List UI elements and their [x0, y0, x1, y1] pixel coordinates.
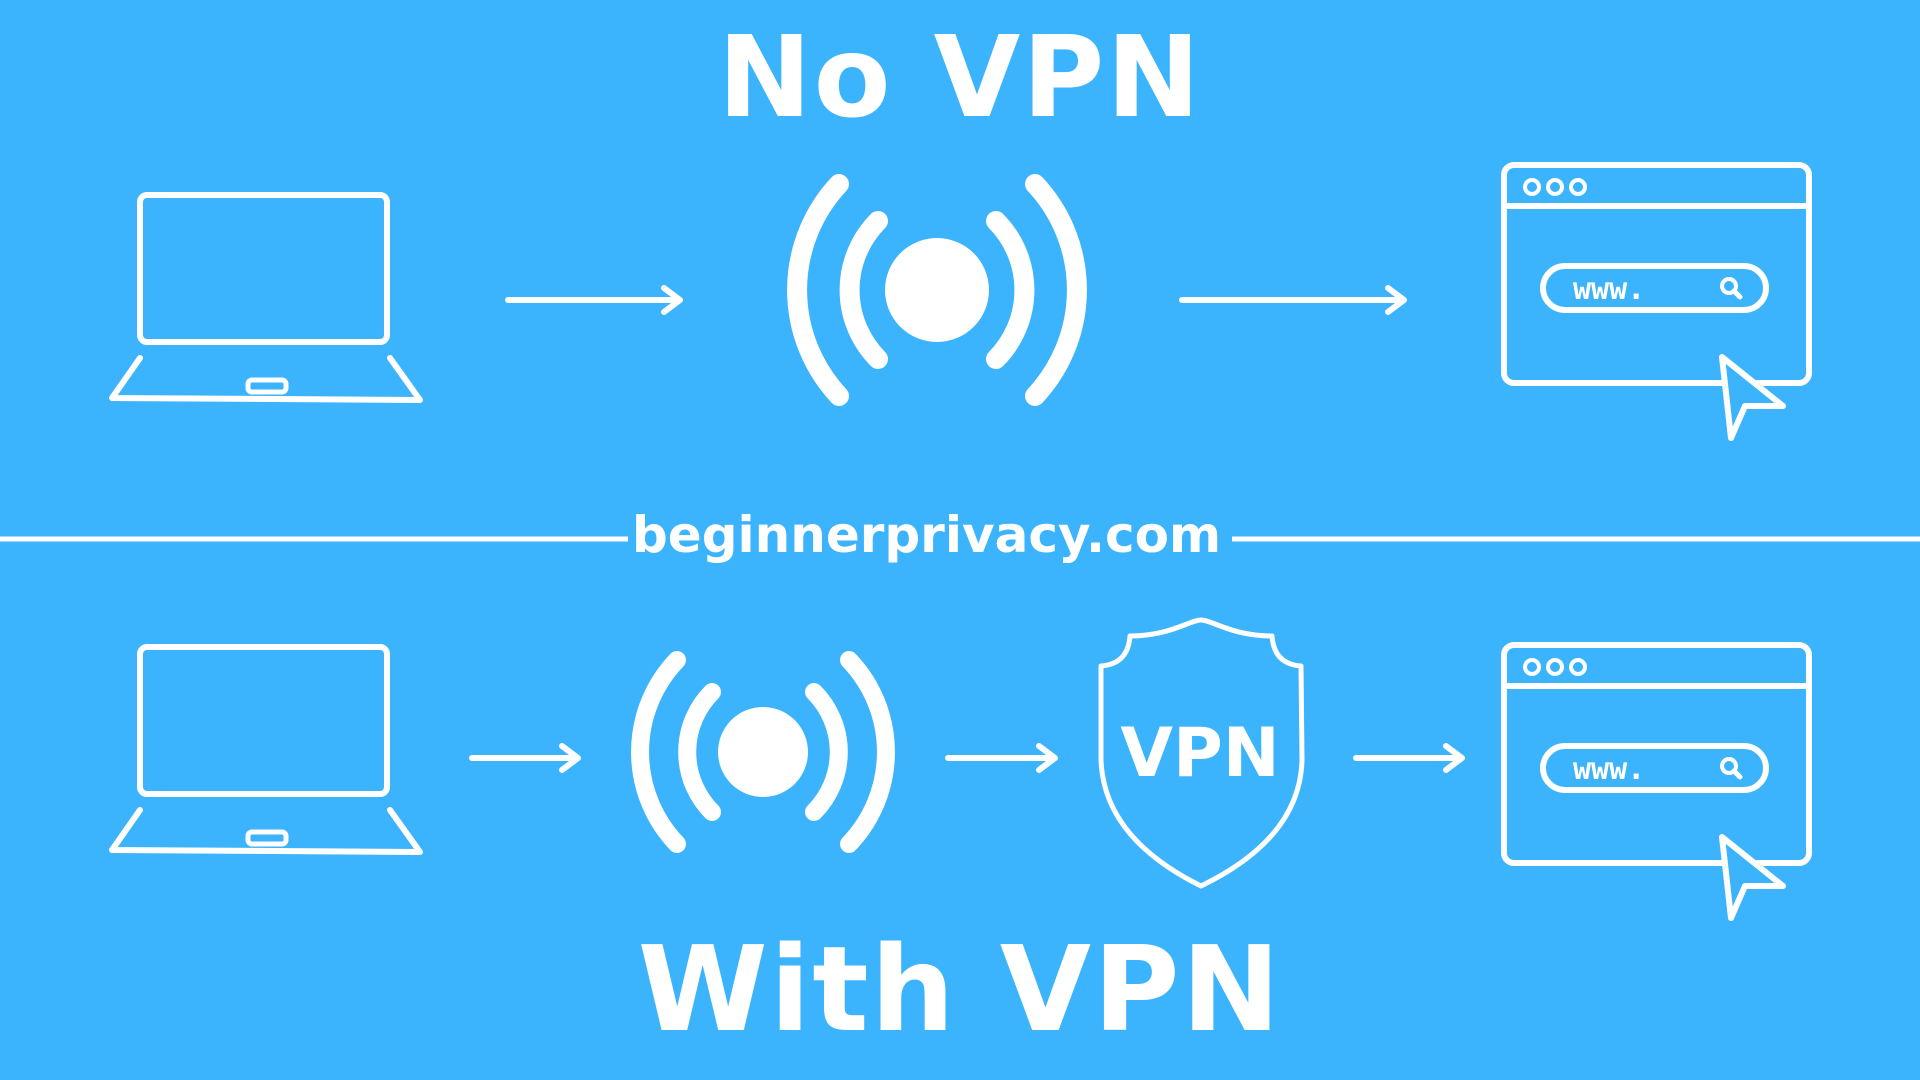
browser-window-icon: www.	[1504, 645, 1809, 918]
site-url-label: beginnerprivacy.com	[632, 506, 1222, 564]
browser-url-text: www.	[1573, 272, 1645, 307]
vpn-shield-icon: VPN	[1098, 617, 1305, 889]
arrow-right-icon	[469, 743, 581, 773]
vpn-shield-label: VPN	[1120, 714, 1279, 793]
wireless-signal-icon	[631, 651, 895, 853]
title-with-vpn: With VPN	[637, 920, 1283, 1058]
arrow-right-icon	[1353, 743, 1465, 773]
arrow-right-icon	[945, 743, 1058, 773]
wireless-signal-icon	[787, 174, 1087, 406]
browser-url-text: www.	[1573, 752, 1645, 787]
arrow-right-icon	[1179, 285, 1407, 315]
title-no-vpn: No VPN	[717, 13, 1203, 143]
browser-window-icon: www.	[1504, 165, 1809, 438]
arrow-right-icon	[505, 285, 683, 315]
